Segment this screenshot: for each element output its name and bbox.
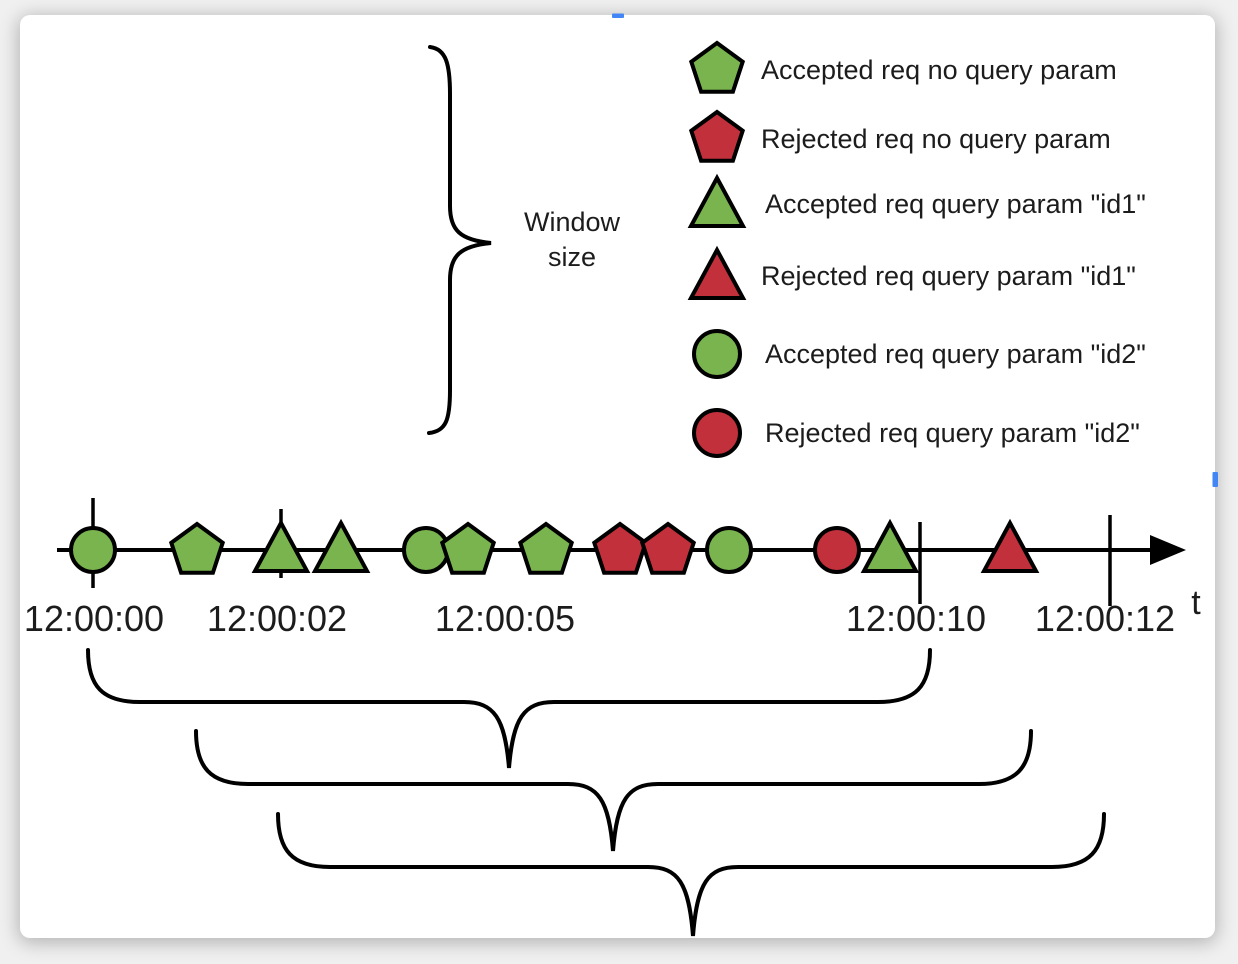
event-rejected-pentagon-marker: [640, 522, 696, 575]
blue-dash-top-icon: [612, 13, 624, 18]
tick-label: 12:00:10: [846, 598, 986, 639]
legend-row: Accepted req query param "id1": [689, 176, 1146, 228]
axis-label: t: [1191, 584, 1201, 622]
rejected-pentagon-icon: [689, 110, 745, 163]
sliding-window-brace-3: [276, 812, 1106, 937]
event-accepted-pentagon-marker: [440, 522, 496, 575]
event-accepted-circle-marker: [402, 526, 450, 574]
axis-arrowhead-icon: [1150, 535, 1186, 565]
window-size-label-line2: size: [548, 242, 596, 272]
rejected-circle-icon: [692, 408, 742, 458]
tick-label: 12:00:00: [24, 598, 164, 639]
legend-row: Rejected req no query param: [689, 110, 1111, 163]
blue-dash-right-icon: [1212, 472, 1218, 487]
legend: Accepted req no query param Rejected req…: [689, 41, 1146, 458]
window-size-label-line1: Window: [524, 207, 621, 237]
event-accepted-triangle-marker: [862, 521, 918, 573]
event-accepted-pentagon-marker: [518, 522, 574, 575]
accepted-triangle-icon: [689, 176, 745, 228]
event-accepted-triangle-marker: [313, 521, 369, 573]
accepted-circle-icon: [692, 329, 742, 379]
rejected-triangle-icon: [689, 248, 745, 300]
event-rejected-pentagon-marker: [592, 522, 648, 575]
legend-label: Accepted req query param "id1": [765, 189, 1146, 219]
time-axis: t 12:00:00 12:00:02 12:00:05 12:00:10 12…: [24, 498, 1201, 639]
tick-label: 12:00:12: [1035, 598, 1175, 639]
legend-label: Rejected req query param "id2": [765, 418, 1140, 448]
legend-row: Rejected req query param "id2": [692, 408, 1140, 458]
window-size-brace: [427, 45, 492, 435]
event-accepted-circle-marker: [705, 526, 753, 574]
tick-label: 12:00:05: [435, 598, 575, 639]
window-size-brace-group: Window size: [427, 45, 621, 435]
accepted-pentagon-icon: [689, 41, 745, 94]
legend-label: Rejected req query param "id1": [761, 261, 1136, 291]
sliding-windows: [86, 648, 1106, 937]
legend-row: Accepted req query param "id2": [692, 329, 1146, 379]
timeline-events: [69, 521, 1038, 575]
legend-row: Accepted req no query param: [689, 41, 1117, 94]
legend-label: Accepted req no query param: [761, 55, 1117, 85]
legend-label: Accepted req query param "id2": [765, 339, 1146, 369]
event-rejected-triangle-marker: [982, 521, 1038, 573]
page-panel: [20, 15, 1215, 938]
event-accepted-triangle-marker: [253, 521, 309, 573]
sliding-window-brace-1: [86, 648, 932, 769]
sliding-window-brace-2: [194, 729, 1033, 852]
legend-row: Rejected req query param "id1": [689, 248, 1136, 300]
event-rejected-circle-marker: [813, 526, 861, 574]
tick-label: 12:00:02: [207, 598, 347, 639]
event-accepted-pentagon-marker: [169, 522, 225, 575]
event-accepted-circle-marker: [69, 526, 117, 574]
legend-label: Rejected req no query param: [761, 124, 1111, 154]
